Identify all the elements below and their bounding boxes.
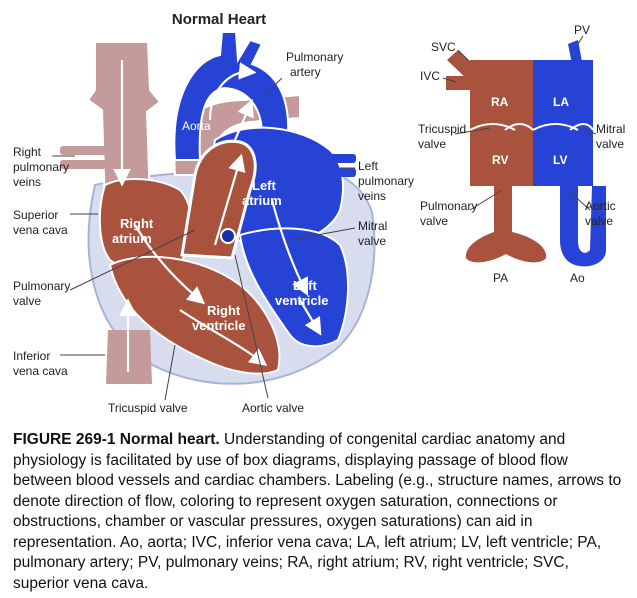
caption-lead: FIGURE 269-1 Normal heart. (13, 431, 220, 448)
left-pulmonary-vein-lower (318, 168, 356, 177)
box-pv-pipe (568, 40, 582, 64)
box-ra-label: RA (491, 95, 509, 109)
right-pulmonary-vein-upper (60, 146, 106, 155)
box-pa (465, 186, 547, 263)
caption-body: Understanding of congenital cardiac anat… (13, 431, 622, 592)
box-left-heart (533, 60, 593, 186)
left-pulmonary-vein-upper (318, 154, 356, 163)
box-ao (560, 186, 606, 267)
aortic-valve-label: Aortic valve (242, 401, 304, 415)
box-ao-label: Ao (570, 271, 585, 285)
flow-arrows (113, 60, 322, 372)
box-ivc-pipe (446, 76, 470, 90)
box-rv-label: RV (492, 153, 508, 167)
box-lv-label: LV (553, 153, 567, 167)
right-pulmonary-vein-lower (60, 160, 106, 169)
box-leader-lines (442, 35, 597, 211)
box-svc-label: SVC (431, 40, 456, 54)
figure-caption: FIGURE 269-1 Normal heart. Understanding… (13, 430, 628, 594)
normal-heart-figure: Normal Heart (13, 11, 625, 415)
mitral-valve-marker (220, 228, 236, 244)
box-right-heart (470, 60, 533, 186)
aortic-arch (173, 31, 290, 161)
leader-lines (52, 77, 356, 401)
box-pv-label: PV (574, 23, 590, 37)
box-ivc-label: IVC (420, 69, 440, 83)
box-pa-label: PA (493, 271, 508, 285)
box-la-label: LA (553, 95, 569, 109)
tricuspid-valve-label: Tricuspid valve (108, 401, 188, 415)
figure-title: Normal Heart (172, 11, 266, 28)
aorta-label: Aorta (182, 119, 211, 133)
